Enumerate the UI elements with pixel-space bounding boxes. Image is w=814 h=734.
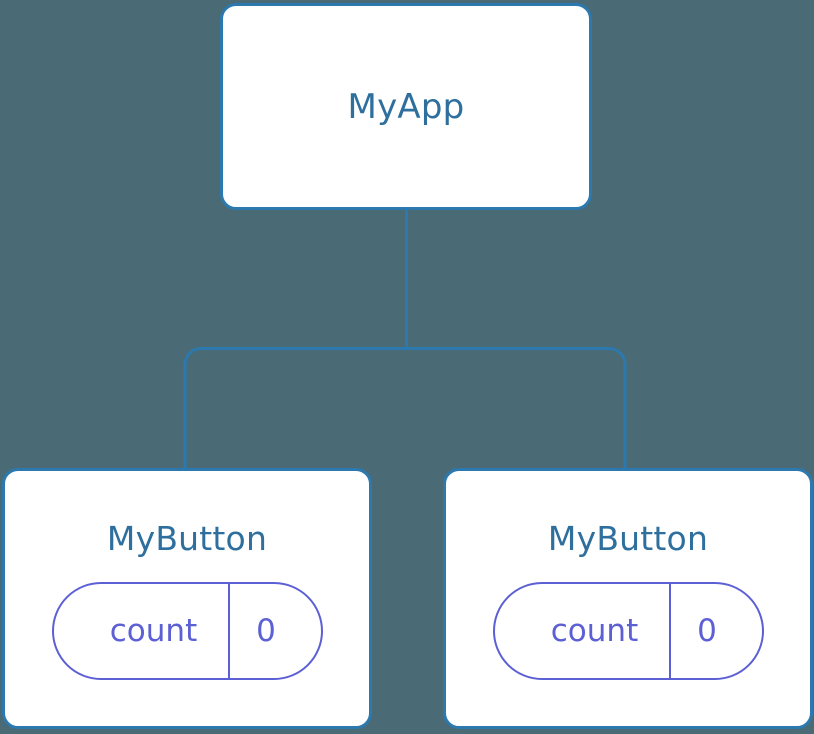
node-title-mybutton-2: MyButton xyxy=(547,519,709,558)
state-pill-2[interactable]: count 0 xyxy=(492,582,764,680)
node-mybutton-1[interactable]: MyButton count 0 xyxy=(2,468,372,729)
state-value-2: 0 xyxy=(697,612,717,649)
edge-root-to-left-child xyxy=(183,347,407,470)
node-myapp[interactable]: MyApp xyxy=(220,3,592,210)
state-key-2: count xyxy=(495,584,671,678)
state-pill-1[interactable]: count 0 xyxy=(51,582,323,680)
state-value-1: 0 xyxy=(256,612,276,649)
node-mybutton-2[interactable]: MyButton count 0 xyxy=(443,468,813,729)
state-key-1: count xyxy=(54,584,230,678)
node-title-mybutton-1: MyButton xyxy=(106,519,268,558)
edge-root-to-right-child xyxy=(406,347,627,470)
node-title-myapp: MyApp xyxy=(347,86,465,127)
